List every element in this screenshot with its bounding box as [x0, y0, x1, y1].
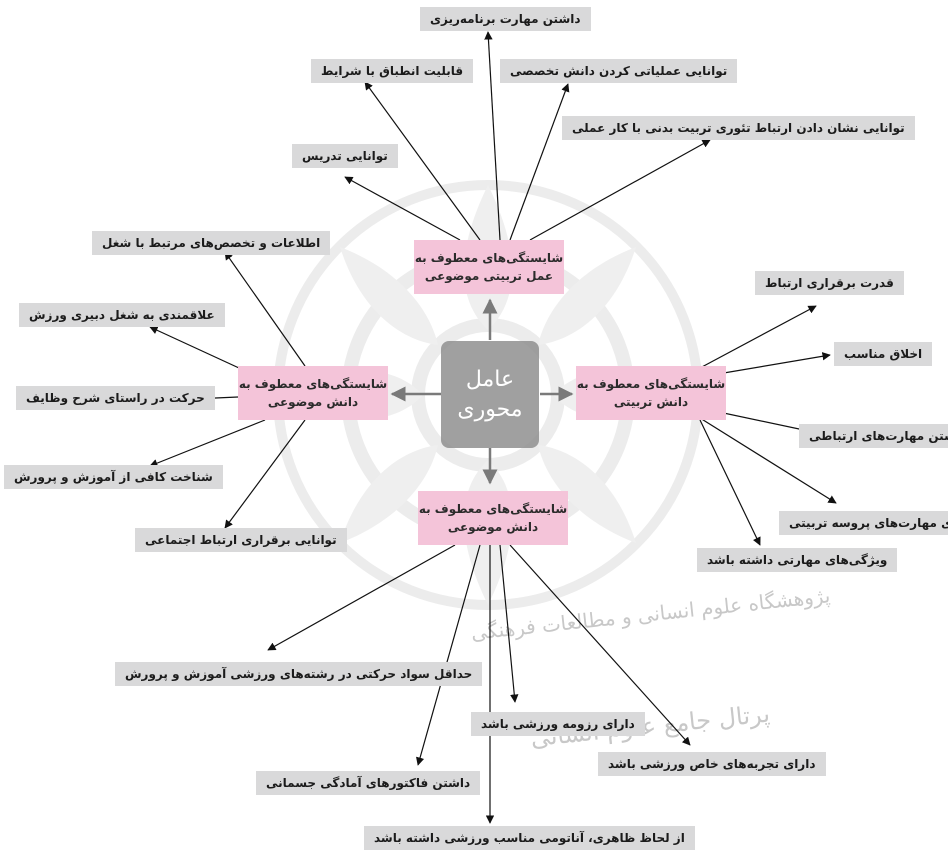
arrow-bottom-3	[509, 544, 691, 746]
leaf-left-education-knowledge: شناخت کافی از آموزش و پرورش	[4, 465, 223, 489]
leaf-top-planning: داشتن مهارت برنامه‌ریزی	[420, 7, 591, 31]
leaf-top-adaptability: قابلیت انطباق با شرایط	[311, 59, 474, 83]
leaf-right-communication-skills: داشتن مهارت‌های ارتباطی	[799, 424, 948, 448]
arrow-top-4	[529, 139, 711, 241]
central-factor-line1: عامل	[465, 366, 515, 392]
arrow-left-1	[224, 251, 306, 367]
hub-left: شایستگی‌های معطوف به دانش موضوعی	[238, 366, 388, 420]
hub-bottom: شایستگی‌های معطوف به دانش موضوعی	[418, 491, 568, 545]
arrow-top-2	[364, 81, 481, 241]
hub-bottom-line1: شایستگی‌های معطوف به	[418, 502, 568, 516]
leaf-bottom-anatomy: از لحاظ ظاهری، آناتومی مناسب ورزشی داشته…	[364, 826, 695, 850]
leaf-top-operationalize: توانایی عملیاتی کردن دانش تخصصی	[500, 59, 738, 83]
hub-left-line1: شایستگی‌های معطوف به	[238, 377, 388, 391]
arrow-top-3	[509, 83, 570, 241]
arrow-left-5	[224, 419, 306, 529]
leaf-right-ethics: اخلاق مناسب	[834, 342, 933, 366]
arrow-top-1	[484, 31, 501, 241]
hub-top: شایستگی‌های معطوف به عمل تربیتی موضوعی	[414, 240, 564, 294]
arrow-left-4	[149, 419, 266, 468]
arrow-right-1	[699, 305, 817, 369]
leaf-left-job-description: حرکت در راستای شرح وظایف	[16, 386, 215, 410]
leaf-left-social-relation: توانایی برقراری ارتباط اجتماعی	[135, 528, 347, 552]
leaf-right-education-process: دارای مهارت‌های پروسه تربیتی	[779, 511, 948, 535]
arrow-right-4	[699, 417, 837, 504]
arrow-bottom-4	[416, 544, 481, 766]
hub-right: شایستگی‌های معطوف به دانش تربیتی	[576, 366, 726, 420]
leaf-right-communication-power: قدرت برقراری ارتباط	[755, 271, 904, 295]
arrow-bottom-2	[499, 544, 519, 703]
leaf-left-job-knowledge: اطلاعات و تخصص‌های مرتبط با شغل	[92, 231, 331, 255]
central-factor-line2: محوری	[457, 396, 523, 422]
leaf-bottom-sports-experience: دارای تجربه‌های خاص ورزشی باشد	[598, 752, 826, 776]
leaf-top-teaching: توانایی تدریس	[292, 144, 398, 168]
leaf-bottom-motor-literacy: حداقل سواد حرکتی در رشته‌های ورزشی آموزش…	[115, 662, 483, 686]
leaf-bottom-sports-resume: دارای رزومه ورزشی باشد	[471, 712, 645, 736]
arrow-top-5	[344, 176, 461, 241]
central-factor-box: عامل محوری	[441, 341, 539, 448]
arrow-right-5	[699, 419, 761, 546]
leaf-bottom-fitness-factors: داشتن فاکتورهای آمادگی جسمانی	[256, 771, 481, 795]
hub-left-line2: دانش موضوعی	[267, 395, 359, 409]
arrow-bottom-1	[267, 544, 456, 651]
leaf-top-theory-practice: توانایی نشان دادن ارتباط تئوری تربیت بدن…	[562, 116, 915, 140]
leaf-left-interest: علاقمندی به شغل دبیری ورزش	[19, 303, 225, 327]
hub-top-line1: شایستگی‌های معطوف به	[414, 251, 564, 265]
hub-top-line2: عمل تربیتی موضوعی	[424, 269, 554, 283]
hub-right-line2: دانش تربیتی	[613, 395, 689, 409]
hub-bottom-line2: دانش موضوعی	[447, 520, 539, 534]
leaf-right-skill-features: ویژگی‌های مهارتی داشته باشد	[697, 548, 898, 572]
hub-right-line1: شایستگی‌های معطوف به	[576, 377, 726, 391]
